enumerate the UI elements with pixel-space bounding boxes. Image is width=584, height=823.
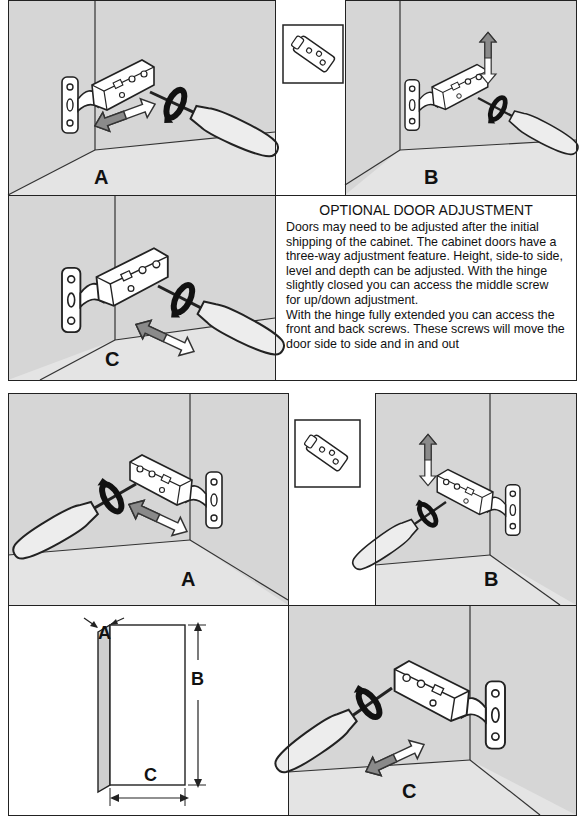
- panel-letter: C: [402, 780, 416, 802]
- instruction-text: Doors may need to be adjusted after the …: [286, 220, 566, 308]
- panel-letter: A: [181, 568, 195, 590]
- panel-letter: B: [484, 568, 498, 590]
- panel-letter: A: [94, 166, 108, 188]
- text-panel: OPTIONAL DOOR ADJUSTMENT Doors may need t…: [275, 195, 577, 381]
- illustration-panel: A B C: [8, 605, 289, 816]
- illustration-panel: C: [288, 605, 577, 816]
- illustration-panel: C: [8, 195, 276, 381]
- illustration-panel: A: [8, 0, 276, 196]
- illustration-panel: B: [345, 0, 577, 196]
- dimension-label: C: [144, 765, 157, 785]
- heading: OPTIONAL DOOR ADJUSTMENT: [282, 202, 570, 218]
- instruction-text: With the hinge fully extended you can ac…: [286, 308, 566, 352]
- illustration-panel: B: [375, 393, 577, 606]
- panel-letter: C: [105, 348, 119, 370]
- illustration-panel: A: [8, 393, 289, 606]
- dimension-label: A: [98, 623, 111, 643]
- dimension-label: B: [191, 669, 204, 689]
- panel-letter: B: [424, 166, 438, 188]
